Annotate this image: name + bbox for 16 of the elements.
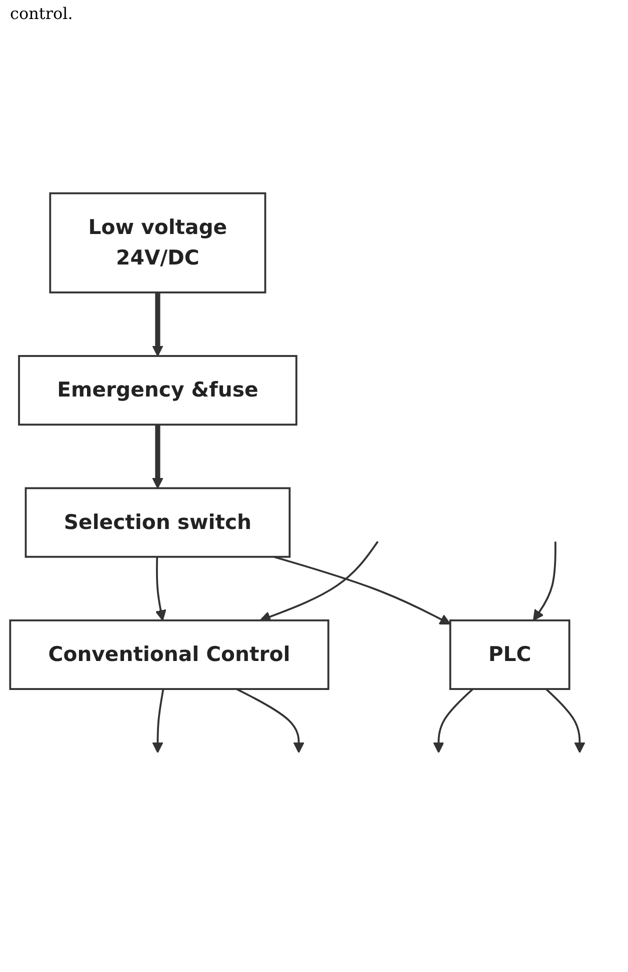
arrow [274, 556, 451, 625]
arrow [152, 424, 164, 489]
arrow [152, 292, 164, 356]
node-box [449, 619, 570, 690]
arrow [433, 688, 474, 754]
node-box [24, 487, 291, 558]
arrow [152, 688, 164, 754]
node-box [9, 619, 330, 690]
block-diagram: Low voltage 24V/DC Emergency &fuse Selection switch Conventional Control PLC [0, 27, 628, 957]
arrow [236, 688, 304, 754]
arrow [545, 688, 586, 754]
node-box [18, 355, 298, 426]
arrow [532, 542, 556, 621]
arrow [155, 556, 166, 621]
note-text: control. [10, 4, 74, 23]
node-box [49, 192, 266, 294]
